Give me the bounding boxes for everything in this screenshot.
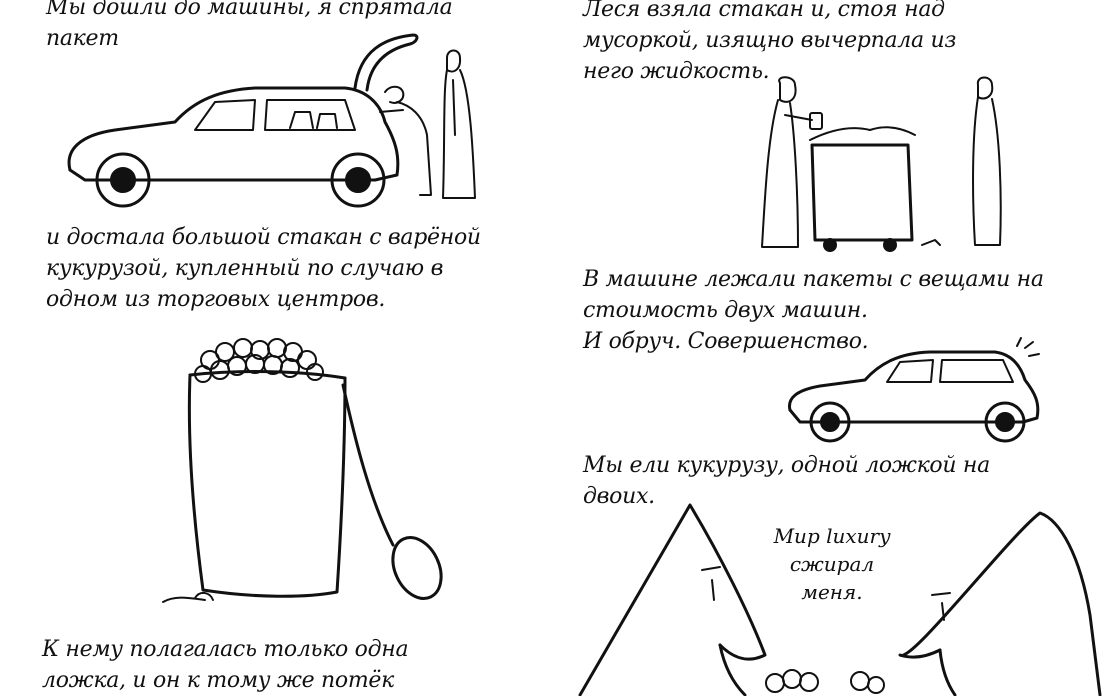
caption-one-spoon: К нему полагалась только одна ложка, и о… [42, 634, 409, 696]
caption-line: Леся взяла стакан и, стоя над [583, 0, 945, 22]
caption-line: мусоркой, изящно вычерпала из [583, 28, 957, 53]
speech-luxury: Мир luxury сжирал меня. [752, 522, 912, 606]
caption-line: Мы дошли до машины, я спрятала [46, 0, 453, 20]
caption-line: ложка, и он к тому же потёк [42, 668, 394, 693]
caption-arrival: Мы дошли до машины, я спрятала пакет [46, 0, 453, 54]
corn-cup-with-spoon-illustration [162, 338, 443, 603]
caption-line: кукурузой, купленный по случаю в [46, 256, 444, 281]
caption-lesya-trash: Леся взяла стакан и, стоя над мусоркой, … [583, 0, 956, 87]
small-car-illustration [787, 337, 1040, 443]
woman-at-trash-bin-illustration [761, 76, 1002, 252]
caption-line: Мы ели кукурузу, одной ложкой на [583, 453, 990, 478]
caption-line: И обруч. Совершенство. [583, 329, 869, 354]
car-with-women-illustration [67, 33, 476, 208]
caption-line: одном из торговых центров. [46, 287, 386, 312]
caption-line: пакет [46, 26, 119, 51]
caption-line: двоих. [583, 484, 655, 509]
caption-line: стоимость двух машин. [583, 298, 868, 323]
caption-line: К нему полагалась только одна [42, 637, 409, 662]
caption-line: В машине лежали пакеты с вещами на [583, 267, 1044, 292]
speech-line: Мир luxury [773, 524, 891, 548]
speech-line: сжирал [789, 552, 875, 576]
speech-line: меня. [801, 580, 863, 604]
caption-line: и достала большой стакан с варёной [46, 225, 481, 250]
caption-corn-cup: и достала большой стакан с варёной кукур… [46, 222, 481, 315]
caption-packages: В машине лежали пакеты с вещами на стоим… [583, 264, 1044, 357]
caption-line: него жидкость. [583, 59, 770, 84]
caption-eating-corn: Мы ели кукурузу, одной ложкой на двоих. [583, 450, 990, 512]
